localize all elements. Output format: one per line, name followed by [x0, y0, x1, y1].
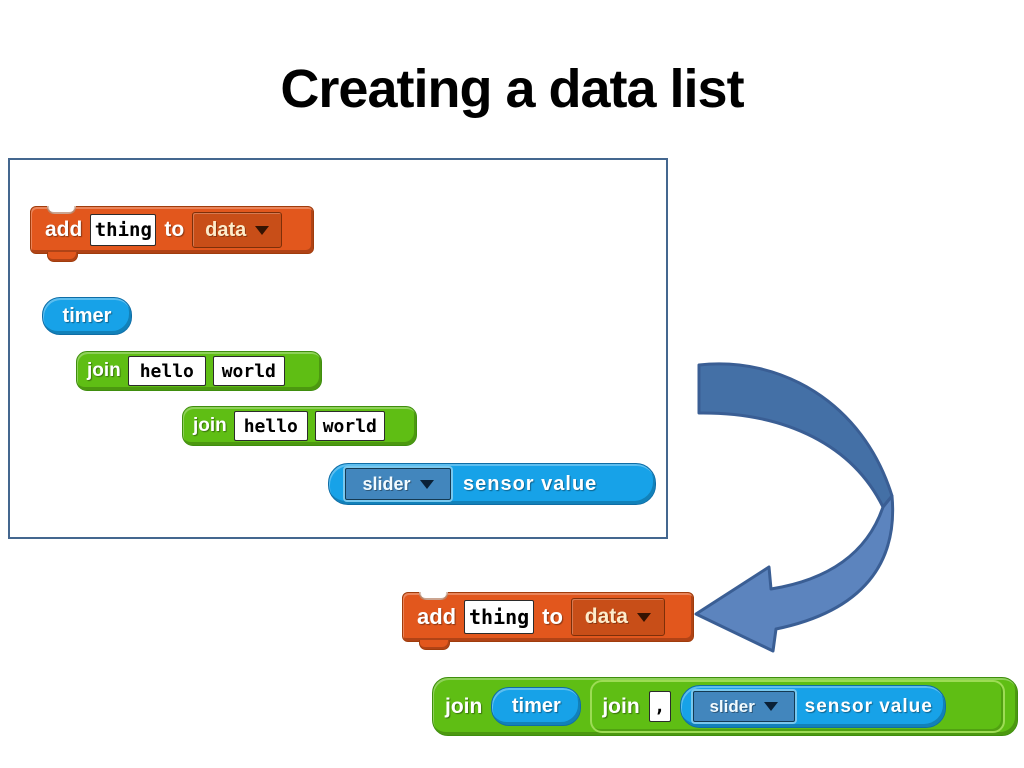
join-input-1[interactable]: hello [127, 356, 206, 386]
block-join-second[interactable]: join hello world [182, 406, 417, 446]
list-dropdown-value: data [584, 605, 628, 628]
dropdown-arrow-icon [763, 702, 778, 711]
sensor-dropdown[interactable]: slider [692, 691, 795, 722]
dropdown-arrow-icon [419, 479, 434, 489]
add-label: add [417, 604, 457, 629]
join-input-1[interactable]: hello [233, 411, 308, 441]
sensor-dropdown-value: slider [362, 473, 411, 494]
block-sensor-value[interactable]: slider sensor value [328, 463, 656, 505]
curved-arrow [694, 362, 895, 653]
to-label: to [164, 218, 185, 241]
thing-input[interactable]: thing [464, 600, 535, 634]
sensor-value-label: sensor value [804, 695, 933, 717]
sensor-dropdown[interactable]: slider [345, 468, 451, 500]
list-dropdown[interactable]: data [192, 212, 283, 248]
curved-arrow-bottom-band-and-head [694, 494, 895, 653]
block-add-to-list-bottom[interactable]: add thing to data [402, 592, 694, 650]
sensor-value-label: sensor value [463, 472, 598, 495]
join-label: join [193, 415, 227, 436]
thing-input[interactable]: thing [90, 214, 157, 246]
dropdown-arrow-icon [255, 225, 270, 235]
join-input-2[interactable]: world [212, 356, 285, 386]
join-label: join [445, 694, 483, 718]
block-join-nested[interactable]: join , slider sensor value [590, 680, 1005, 733]
list-dropdown-value: data [205, 218, 247, 241]
join-label: join [602, 694, 640, 718]
block-join-composite[interactable]: join timer join , slider sensor value [432, 677, 1018, 736]
join-input-2[interactable]: world [314, 411, 385, 441]
join-label: join [87, 360, 121, 381]
block-timer[interactable]: timer [42, 297, 132, 335]
block-timer-nested[interactable]: timer [491, 687, 582, 726]
list-dropdown[interactable]: data [570, 598, 665, 636]
dropdown-arrow-icon [636, 612, 651, 622]
sensor-dropdown-value: slider [709, 696, 755, 716]
to-label: to [542, 604, 563, 629]
block-add-to-list-top[interactable]: add thing to data [30, 206, 314, 262]
curved-arrow-top-band [697, 362, 894, 509]
add-label: add [45, 218, 83, 241]
separator-input[interactable]: , [648, 691, 671, 722]
block-sensor-value-nested[interactable]: slider sensor value [679, 685, 946, 728]
slide-title: Creating a data list [280, 59, 744, 119]
block-join-first[interactable]: join hello world [76, 351, 322, 391]
